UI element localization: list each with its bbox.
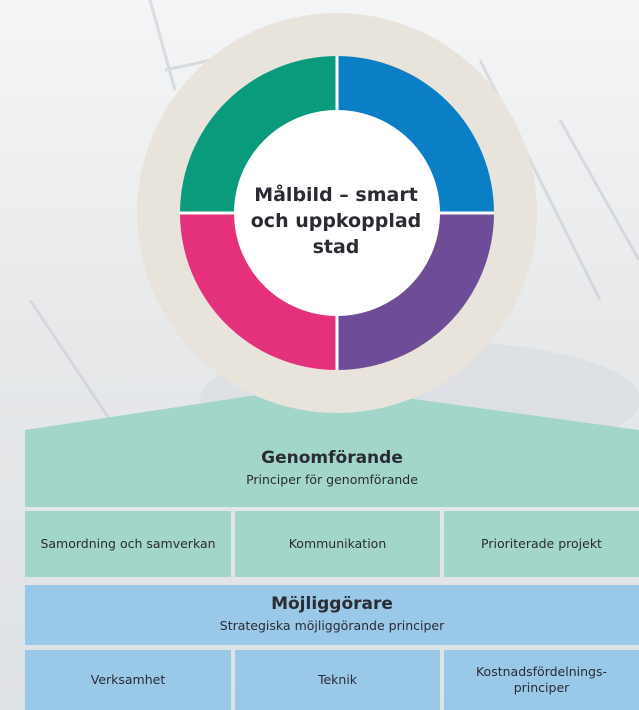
- mojliggorare-item-verksamhet: Verksamhet: [25, 650, 231, 710]
- target-title-line-1: Målbild – smart: [254, 184, 418, 206]
- genomforande-item-prioriterade-projekt: Prioriterade projekt: [444, 511, 639, 577]
- genomforande-item-samordning: Samordning och samverkan: [25, 511, 231, 577]
- mojliggorare-subtitle: Strategiska möjliggörande principer: [219, 618, 445, 633]
- genomforande-header: Genomförande Principer för genomförande: [25, 437, 639, 507]
- target-wheel: [0, 13, 639, 430]
- target-title-line-3: stad: [312, 236, 360, 258]
- mojliggorare-header: Möjliggörare Strategiska möjliggörande p…: [25, 585, 639, 645]
- mojliggorare-item-kostnadsfordelning: Kostnadsfördelnings-principer: [444, 650, 639, 710]
- genomforande-band-bg: [25, 430, 639, 507]
- mojliggorare-title: Möjliggörare: [271, 594, 393, 614]
- inner-circle: [234, 110, 440, 316]
- genomforande-title: Genomförande: [261, 448, 403, 468]
- genomforande-subtitle: Principer för genomförande: [246, 472, 418, 487]
- mojliggorare-item-teknik: Teknik: [235, 650, 440, 710]
- genomforande-item-kommunikation: Kommunikation: [235, 511, 440, 577]
- target-title: Målbild – smart och uppkopplad stad: [232, 182, 440, 260]
- target-title-line-2: och uppkopplad: [250, 210, 422, 232]
